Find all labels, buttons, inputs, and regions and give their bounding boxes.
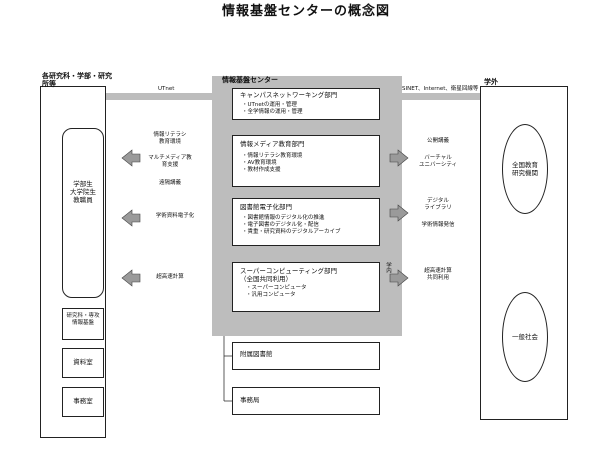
external-header: 学外 [484, 78, 498, 86]
library-digitization-items: ・図書館情報のデジタル化の推進 ・電子図書のデジタル化・配信 ・貴重・研究資料の… [242, 215, 341, 235]
remote-lecture-label: 遠隔講義 [158, 180, 181, 186]
arrow-digital-library [389, 204, 409, 222]
sinet-backbone [402, 93, 497, 100]
center-header: 情報基盤センター [222, 76, 278, 84]
secretariat-box [232, 387, 380, 415]
campus-network-box [232, 88, 380, 120]
academic-digitize-label: 学術資料電子化 [155, 213, 195, 219]
media-education-title: 情報メディア教育部門 [240, 140, 305, 148]
supercomputing-items: ・スーパーコンピュータ ・汎用コンピュータ [246, 285, 307, 298]
internal-label: 学内 [385, 262, 391, 273]
students-box [62, 128, 104, 298]
general-society-oval: 一般社会 [502, 292, 548, 382]
faculty-header: 各研究科・学部・研究所等 [42, 72, 112, 88]
library-digitization-title: 図書館電子化部門 [240, 203, 292, 211]
supercomp-shared-label: 超高速計算 共同利用 [424, 268, 452, 281]
digital-library-label: デジタル ライブラリ [424, 198, 452, 211]
utnet-backbone [44, 93, 212, 100]
multimedia-label: マルチメディア教 育支援 [148, 155, 192, 168]
arrow-open-lecture [389, 149, 409, 167]
arrow-literacy [121, 149, 141, 167]
supercomputing-sub: （全国共同利用） [240, 275, 292, 283]
page-title: 情報基盤センターの概念図 [221, 4, 390, 19]
campus-network-items: ・UTnetの運用・管理 ・全学情報の運用・管理 [242, 102, 303, 115]
arrow-supercomp-right [389, 269, 409, 287]
annex-library-box [232, 342, 380, 370]
office-room-box [62, 387, 104, 417]
reading-room-label: 資料室 [73, 358, 93, 366]
academic-info-label: 学術情報発信 [421, 222, 455, 228]
dept-label: 研究科・専攻 情報基盤 [66, 313, 100, 326]
literacy-label: 情報リテラシ 教育環境 [153, 132, 187, 145]
media-education-box [232, 135, 380, 187]
national-institutions-oval: 全国教育 研究機関 [502, 124, 548, 214]
arrow-academic [121, 209, 141, 227]
secretariat-label: 事務局 [240, 396, 260, 404]
library-digitization-box [232, 198, 380, 246]
students-label: 学部生 大学院生 教職員 [70, 180, 96, 204]
media-education-items: ・情報リテラシ教育環境 ・AV教育環境 ・教材作成支援 [242, 153, 303, 173]
dept-box [62, 308, 104, 340]
virtual-univ-label: バーチャル ユニバーシティ [418, 155, 458, 168]
office-room-label: 事務室 [73, 397, 93, 405]
supercomputing-left-label: 超高速計算 [156, 274, 184, 280]
supercomputing-box [232, 262, 380, 312]
reading-room-box [62, 348, 104, 378]
campus-network-title: キャンパスネットワーキング部門 [240, 91, 338, 99]
open-lecture-label: 公開講義 [426, 138, 449, 144]
arrow-supercomp-left [121, 269, 141, 287]
utnet-label: UTnet [158, 86, 175, 92]
supercomputing-title: スーパーコンピューティング部門 [240, 267, 338, 275]
annex-library-label: 附属図書館 [240, 350, 273, 358]
sinet-label: SINET、Internet、衛星回線等 [402, 86, 479, 92]
